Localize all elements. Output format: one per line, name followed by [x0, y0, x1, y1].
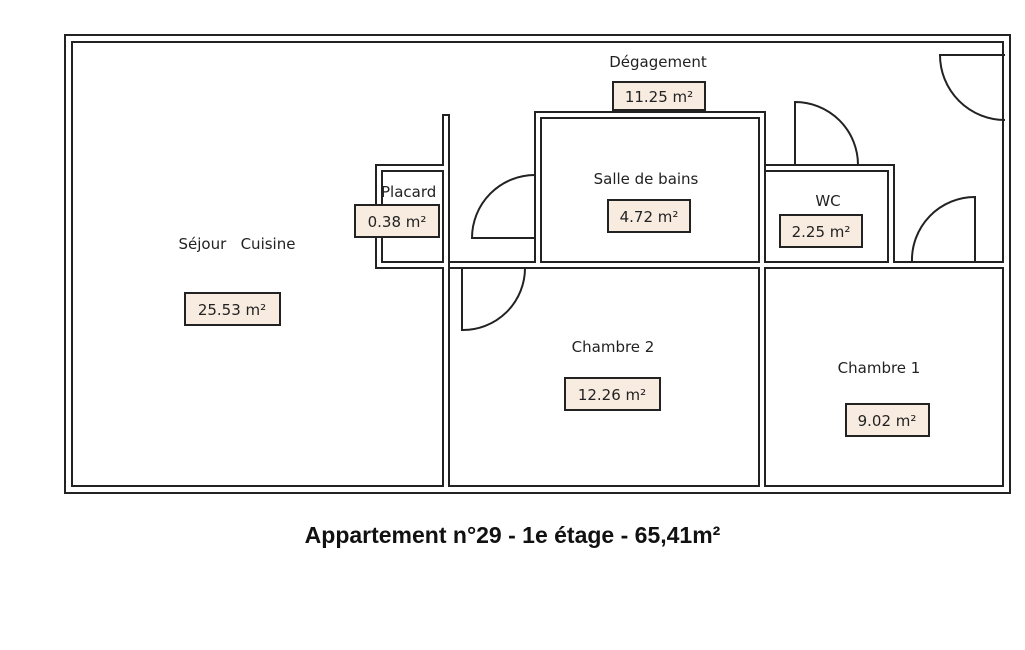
plan-title: Appartement n°29 - 1e étage - 65,41m² [304, 522, 721, 548]
wall-fill [66, 36, 1009, 41]
area-chambre1: 9.02 m² [858, 412, 917, 430]
area-degagement: 11.25 m² [625, 88, 693, 106]
door-swing [938, 54, 1006, 121]
wall-fill [889, 166, 893, 264]
wall-fill [1004, 36, 1009, 492]
area-box-chambre2 [564, 377, 661, 411]
area-box-wc [779, 214, 863, 248]
wall-fill [66, 36, 71, 492]
wall-fill [760, 266, 764, 488]
area-salle-de-bains: 4.72 m² [620, 208, 679, 226]
door-swing [470, 174, 536, 239]
doors [461, 54, 1006, 332]
room-name-degagement: Dégagement [609, 53, 707, 71]
room-name-sejour: Séjour Cuisine [179, 235, 296, 253]
area-box-degagement [612, 81, 706, 111]
room-name-chambre1: Chambre 1 [838, 359, 921, 377]
wall-fill [450, 263, 1004, 267]
room-name-chambre2: Chambre 2 [572, 338, 655, 356]
area-box-salle-de-bains [607, 199, 691, 233]
wall-fill [444, 116, 448, 489]
room-name-salle-de-bains: Salle de bains [594, 170, 699, 188]
area-box-sejour [184, 292, 281, 326]
room-name-wc: WC [815, 192, 840, 210]
area-placard: 0.38 m² [368, 213, 427, 231]
wall-fill [766, 166, 889, 170]
area-sejour: 25.53 m² [198, 301, 266, 319]
wall-fill [377, 263, 445, 267]
wall-fill [760, 113, 764, 264]
room-name-placard: Placard [381, 183, 436, 201]
area-wc: 2.25 m² [792, 223, 851, 241]
area-box-placard [354, 204, 440, 238]
door-swing [910, 195, 976, 263]
wall-fill [377, 166, 445, 170]
wall-fill [536, 113, 540, 264]
area-box-chambre1 [845, 403, 930, 437]
wall-fill [66, 487, 1009, 492]
wall-fill [536, 113, 764, 117]
area-chambre2: 12.26 m² [578, 386, 646, 404]
door-swing [461, 267, 526, 332]
door-swing [794, 100, 859, 166]
